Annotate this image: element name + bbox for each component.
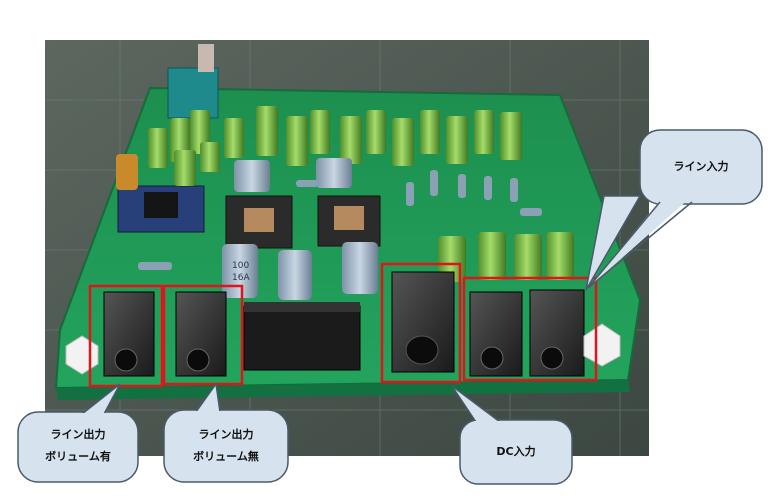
callout-line-out-volume-line1: ライン出力 bbox=[50, 428, 106, 441]
highlight-dc-in bbox=[380, 262, 462, 384]
callout-line-in-label: ライン入力 bbox=[640, 156, 762, 178]
callout-dc-in-text: DC入力 bbox=[496, 445, 536, 458]
capacitor-marking-rating: 16A bbox=[232, 273, 250, 283]
callout-line-out-novolume-label: ライン出力 ボリューム無 bbox=[164, 424, 288, 468]
pcb-edge bbox=[56, 380, 630, 400]
callout-line-in-text: ライン入力 bbox=[673, 160, 729, 173]
potentiometer bbox=[167, 67, 219, 119]
highlight-line-in bbox=[462, 276, 598, 382]
callout-line-out-novolume-line1: ライン出力 bbox=[198, 428, 254, 441]
potentiometer-shaft bbox=[198, 44, 214, 72]
ic-chip bbox=[144, 192, 178, 218]
callout-line-out-volume bbox=[17, 383, 139, 483]
callout-line-out-volume-label: ライン出力 ボリューム有 bbox=[18, 424, 138, 468]
callout-dc-in bbox=[451, 385, 573, 485]
blue-capacitors bbox=[222, 158, 378, 300]
highlight-line-out-novolume bbox=[162, 284, 244, 386]
inductor-left-core bbox=[244, 208, 274, 232]
highlight-boxes bbox=[88, 262, 598, 388]
orange-capacitor bbox=[116, 154, 138, 190]
green-capacitors-lower bbox=[438, 232, 574, 282]
callout-line-out-volume-line2: ボリューム有 bbox=[45, 450, 111, 463]
green-capacitors bbox=[148, 106, 522, 186]
dc-jack-hole bbox=[405, 335, 439, 365]
standoff-right bbox=[583, 323, 621, 367]
capacitor-marking-value: 100 bbox=[232, 261, 249, 271]
black-block-component bbox=[243, 305, 361, 371]
black-block-top bbox=[244, 302, 360, 312]
highlight-line-out-volume bbox=[88, 284, 164, 388]
callout-line-out-novolume-line2: ボリューム無 bbox=[193, 450, 259, 463]
callout-line-in bbox=[585, 129, 763, 291]
resistors bbox=[138, 170, 542, 270]
callout-line-out-novolume bbox=[163, 382, 289, 483]
audio-jacks bbox=[103, 289, 585, 377]
callout-dc-in-label: DC入力 bbox=[460, 441, 572, 463]
inductor-right-core bbox=[334, 206, 364, 230]
